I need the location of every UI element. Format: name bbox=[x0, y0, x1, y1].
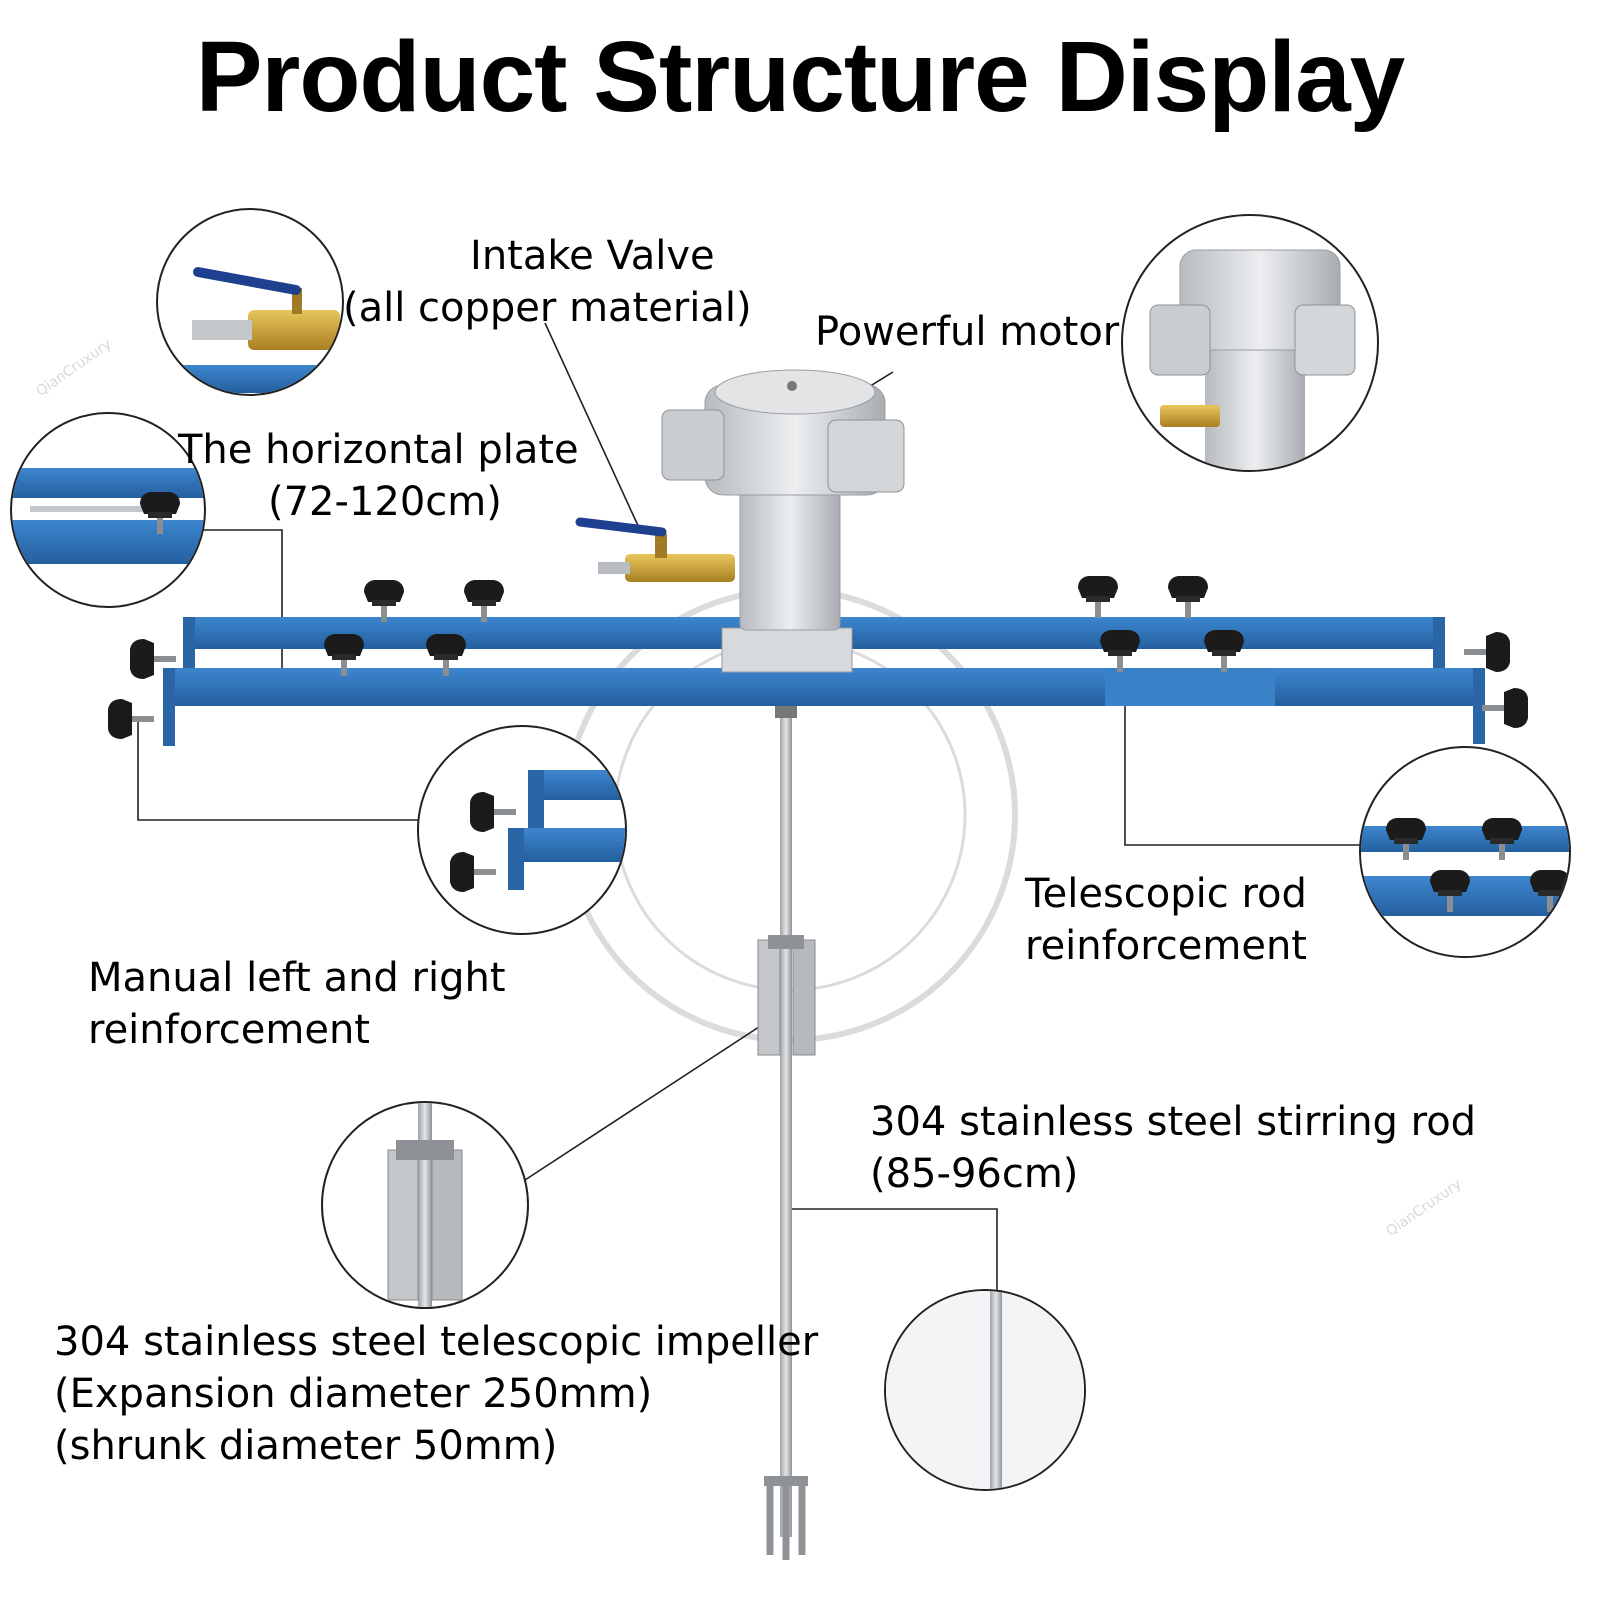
callout-intake-valve bbox=[156, 208, 344, 396]
label-stirring-rod-line-2: (85-96cm) bbox=[870, 1151, 1079, 1197]
label-telescopic-rod-line-2: reinforcement bbox=[1025, 923, 1307, 969]
leader-impeller bbox=[524, 1022, 766, 1181]
label-motor-line-1: Powerful motor bbox=[815, 309, 1120, 355]
label-motor: Powerful motor bbox=[815, 306, 1119, 358]
label-intake-valve-line-2: (all copper material) bbox=[343, 285, 752, 331]
label-stirring-rod: 304 stainless steel stirring rod (85-96c… bbox=[870, 1096, 1476, 1200]
motor bbox=[661, 369, 905, 631]
stirring-rod bbox=[757, 700, 816, 1560]
intake-valve bbox=[575, 517, 735, 582]
label-manual-line-1: Manual left and right bbox=[88, 955, 506, 1001]
horizontal-plate bbox=[163, 617, 1485, 746]
label-intake-valve: Intake Valve (all copper material) bbox=[343, 230, 752, 334]
callout-telescopic-rod bbox=[1359, 746, 1571, 958]
callout-motor bbox=[1121, 214, 1379, 472]
leader-intake-valve bbox=[544, 322, 641, 531]
label-impeller: 304 stainless steel telescopic impeller … bbox=[54, 1316, 818, 1472]
page-title: Product Structure Display bbox=[195, 21, 1406, 133]
label-intake-valve-line-1: Intake Valve bbox=[470, 233, 715, 279]
leader-manual bbox=[137, 717, 420, 821]
callout-impeller bbox=[321, 1101, 529, 1309]
label-manual: Manual left and right reinforcement bbox=[88, 952, 506, 1056]
label-plate-line-2: (72-120cm) bbox=[268, 479, 502, 525]
label-impeller-line-2: (Expansion diameter 250mm) bbox=[54, 1371, 653, 1417]
leader-telescopic-rod bbox=[1124, 680, 1375, 846]
label-impeller-line-3: (shrunk diameter 50mm) bbox=[54, 1423, 558, 1469]
callout-plate bbox=[10, 412, 206, 608]
callout-stirring-rod bbox=[884, 1289, 1086, 1491]
label-telescopic-rod-line-1: Telescopic rod bbox=[1025, 871, 1307, 917]
label-plate: The horizontal plate (72-120cm) bbox=[178, 424, 579, 528]
leader-stirring-rod bbox=[780, 1208, 998, 1300]
leader-plate bbox=[200, 529, 283, 672]
label-telescopic-rod: Telescopic rod reinforcement bbox=[1025, 868, 1307, 972]
callout-manual bbox=[417, 725, 627, 935]
label-stirring-rod-line-1: 304 stainless steel stirring rod bbox=[870, 1099, 1477, 1145]
label-plate-line-1: The horizontal plate bbox=[178, 427, 579, 473]
label-impeller-line-1: 304 stainless steel telescopic impeller bbox=[54, 1319, 819, 1365]
label-manual-line-2: reinforcement bbox=[88, 1007, 370, 1053]
